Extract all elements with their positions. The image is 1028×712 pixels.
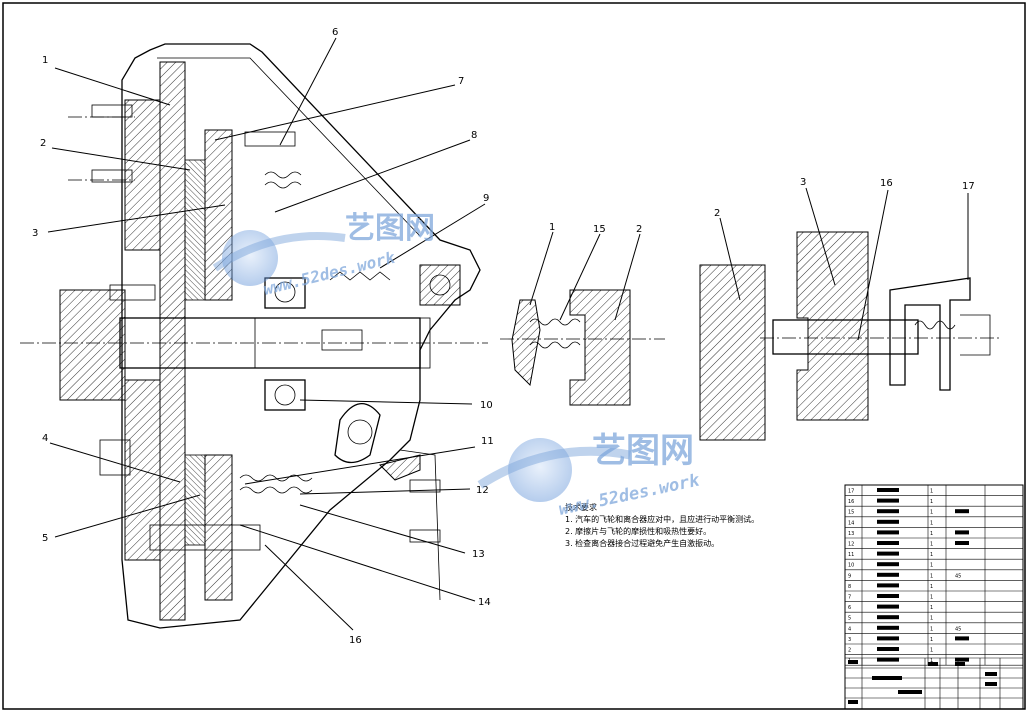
bom-qty: 1 xyxy=(930,626,933,632)
tech-req-item-1: 1. 汽车的飞轮和离合器应对中，且应进行动平衡测试。 xyxy=(565,514,759,524)
bom-qty: 1 xyxy=(930,605,933,611)
tech-req-item-2: 2. 摩擦片与飞轮的摩损性和吸热性要好。 xyxy=(565,526,711,536)
bom-qty: 1 xyxy=(930,595,933,601)
bom-qty: 1 xyxy=(930,637,933,643)
bom-row-number: 10 xyxy=(848,563,854,569)
bom-row-number: 4 xyxy=(848,626,851,632)
detail-b-callout-3: 3 xyxy=(800,177,806,188)
bom-row-number: 8 xyxy=(848,584,851,590)
callout-9: 9 xyxy=(483,193,489,204)
detail-view-a: 1 15 2 xyxy=(500,222,665,406)
detail-a-callout-15: 15 xyxy=(593,224,606,235)
detail-b-callout-2: 2 xyxy=(714,208,720,219)
callout-14: 14 xyxy=(478,597,491,608)
bom-row-number: 15 xyxy=(848,510,854,516)
bom-qty: 1 xyxy=(930,616,933,622)
watermark-brand-upper: 艺图网 xyxy=(345,211,435,246)
bom-row-number: 7 xyxy=(848,595,851,601)
tech-req-title: 技术要求 xyxy=(565,502,597,512)
callout-2: 2 xyxy=(40,138,46,149)
bom-qty: 1 xyxy=(930,552,933,558)
bom-row-number: 16 xyxy=(848,499,854,505)
bom-row-number: 14 xyxy=(848,520,854,526)
callout-10: 10 xyxy=(480,400,493,411)
callout-12: 12 xyxy=(476,485,489,496)
bom-row-number: 5 xyxy=(848,616,851,622)
callout-6: 6 xyxy=(332,27,338,38)
bom-qty: 1 xyxy=(930,499,933,505)
watermark-url-lower: www.52des.work xyxy=(557,470,702,520)
bom-row-number: 9 xyxy=(848,573,851,579)
callout-13: 13 xyxy=(472,549,485,560)
watermark-url-upper: www.52des.work xyxy=(261,247,398,298)
main-section-view xyxy=(20,43,488,629)
bom-qty: 1 xyxy=(930,584,933,590)
bom-row-number: 11 xyxy=(848,552,854,558)
callout-3: 3 xyxy=(32,228,38,239)
callout-7: 7 xyxy=(458,76,464,87)
bom-material: 45 xyxy=(955,626,961,632)
main-view-callouts: 1 2 3 4 5 6 7 8 9 10 11 12 13 14 16 xyxy=(32,27,494,646)
watermark-brand-lower: 艺图网 xyxy=(592,431,694,471)
tech-req-item-3: 3. 检查离合器接合过程避免产生自激振动。 xyxy=(565,538,719,548)
bom-row-number: 6 xyxy=(848,605,851,611)
callout-5: 5 xyxy=(42,533,48,544)
detail-a-callout-1: 1 xyxy=(549,222,555,233)
bom-row-number: 3 xyxy=(848,637,851,643)
callout-11: 11 xyxy=(481,436,494,447)
detail-b-callout-16: 16 xyxy=(880,178,893,189)
bom-qty: 1 xyxy=(930,489,933,495)
detail-view-b: 2 3 16 17 xyxy=(699,177,1000,441)
bom-qty: 1 xyxy=(930,658,933,664)
bom-qty: 1 xyxy=(930,563,933,569)
watermark-lower: 艺图网 www.52des.work xyxy=(477,431,702,520)
bom-material: 45 xyxy=(955,573,961,579)
bom-row-number: 13 xyxy=(848,531,854,537)
detail-b-callout-17: 17 xyxy=(962,181,975,192)
bom-qty: 1 xyxy=(930,573,933,579)
bom-qty: 1 xyxy=(930,510,933,516)
callout-4: 4 xyxy=(42,433,48,444)
callout-16: 16 xyxy=(349,635,362,646)
bom-row-number: 17 xyxy=(848,489,854,495)
main-view-leaders xyxy=(47,37,486,631)
callout-1: 1 xyxy=(42,55,48,66)
detail-a-callout-2: 2 xyxy=(636,224,642,235)
bom-row-number: 12 xyxy=(848,542,854,548)
bom-qty: 1 xyxy=(930,542,933,548)
technical-requirements: 技术要求 1. 汽车的飞轮和离合器应对中，且应进行动平衡测试。 2. 摩擦片与飞… xyxy=(565,502,759,548)
bom-qty: 1 xyxy=(930,648,933,654)
bom-qty: 1 xyxy=(930,520,933,526)
bom-row-number: 2 xyxy=(848,648,851,654)
bom-qty: 1 xyxy=(930,531,933,537)
callout-8: 8 xyxy=(471,130,477,141)
